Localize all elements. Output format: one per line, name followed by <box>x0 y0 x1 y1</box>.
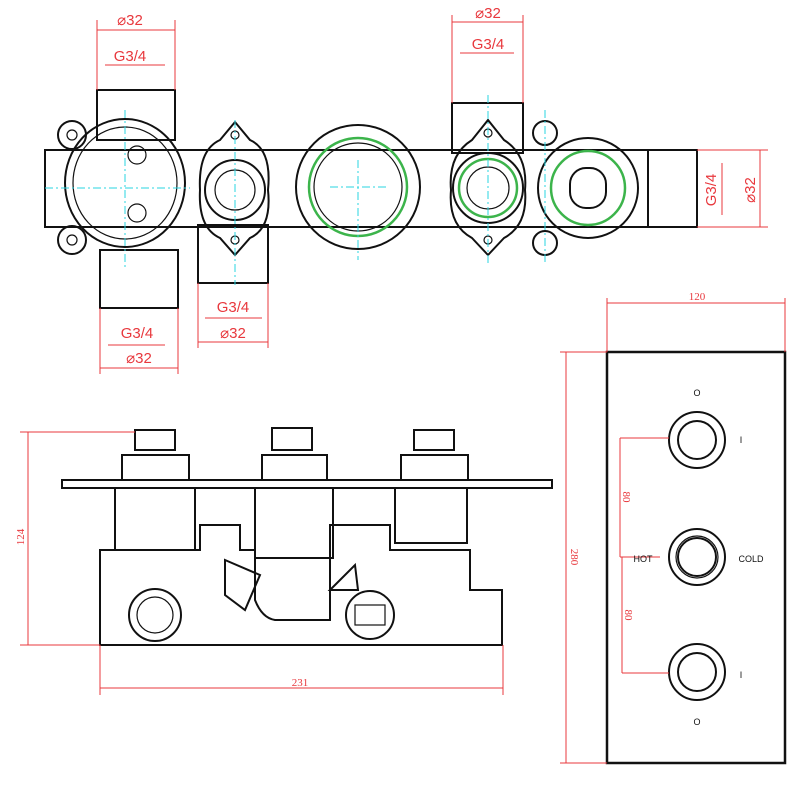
flow-valve-port-2 <box>537 137 639 239</box>
off-mark-top: O <box>693 388 700 398</box>
dim-side-height: 124 <box>15 528 27 545</box>
faceplate <box>605 350 787 765</box>
dim-side-width: 231 <box>292 677 309 689</box>
on-mark-top: I <box>740 435 743 445</box>
dim-bottom-left-diameter: ⌀32 <box>126 350 152 367</box>
knob-middle[interactable] <box>668 528 726 586</box>
outlet-pipe-top-left <box>96 89 176 141</box>
cold-label: COLD <box>738 554 764 564</box>
side-view: 124 231 <box>15 427 553 695</box>
dim-knob-spacing-lower: 80 <box>622 610 634 622</box>
dim-bottom-mid-thread: G3/4 <box>217 299 250 316</box>
faceplate-view: 120 280 80 80 HOT COLD O O I I <box>560 291 787 765</box>
dim-faceplate-width: 120 <box>689 291 706 303</box>
dim-top-right-thread: G3/4 <box>472 36 505 53</box>
knob-top[interactable] <box>668 411 726 469</box>
top-view: ⌀32 G3/4 ⌀32 G3/4 G3/4 ⌀32 G3/4 ⌀32 G3/4… <box>44 5 768 374</box>
dimensions-top: ⌀32 G3/4 ⌀32 G3/4 G3/4 ⌀32 G3/4 ⌀32 G3/4… <box>96 5 768 374</box>
dim-bottom-left-thread: G3/4 <box>121 325 154 342</box>
dim-top-left-thread: G3/4 <box>114 48 147 65</box>
on-mark-bottom: I <box>740 670 743 680</box>
hot-label: HOT <box>634 554 654 564</box>
centerlines <box>45 95 546 285</box>
dim-top-left-diameter: ⌀32 <box>117 12 143 29</box>
dim-right-diameter: ⌀32 <box>742 177 759 203</box>
inlet-pipe-bottom <box>197 224 269 284</box>
dim-faceplate-height: 280 <box>568 549 580 566</box>
diverter-housing <box>64 118 186 248</box>
dim-top-right-diameter: ⌀32 <box>475 5 501 22</box>
dim-knob-spacing-upper: 80 <box>620 492 632 504</box>
cover-plate <box>61 479 553 489</box>
thermostatic-cartridge-port <box>295 124 421 250</box>
off-mark-bottom: O <box>693 717 700 727</box>
valve-body-side <box>99 524 503 646</box>
outlet-pipe-right <box>647 149 698 228</box>
cartridge-spindles <box>114 427 469 559</box>
outlet-pipe-bottom-left <box>99 249 179 309</box>
knob-bottom[interactable] <box>668 643 726 701</box>
dim-bottom-mid-diameter: ⌀32 <box>220 325 246 342</box>
dim-right-thread: G3/4 <box>703 174 720 207</box>
